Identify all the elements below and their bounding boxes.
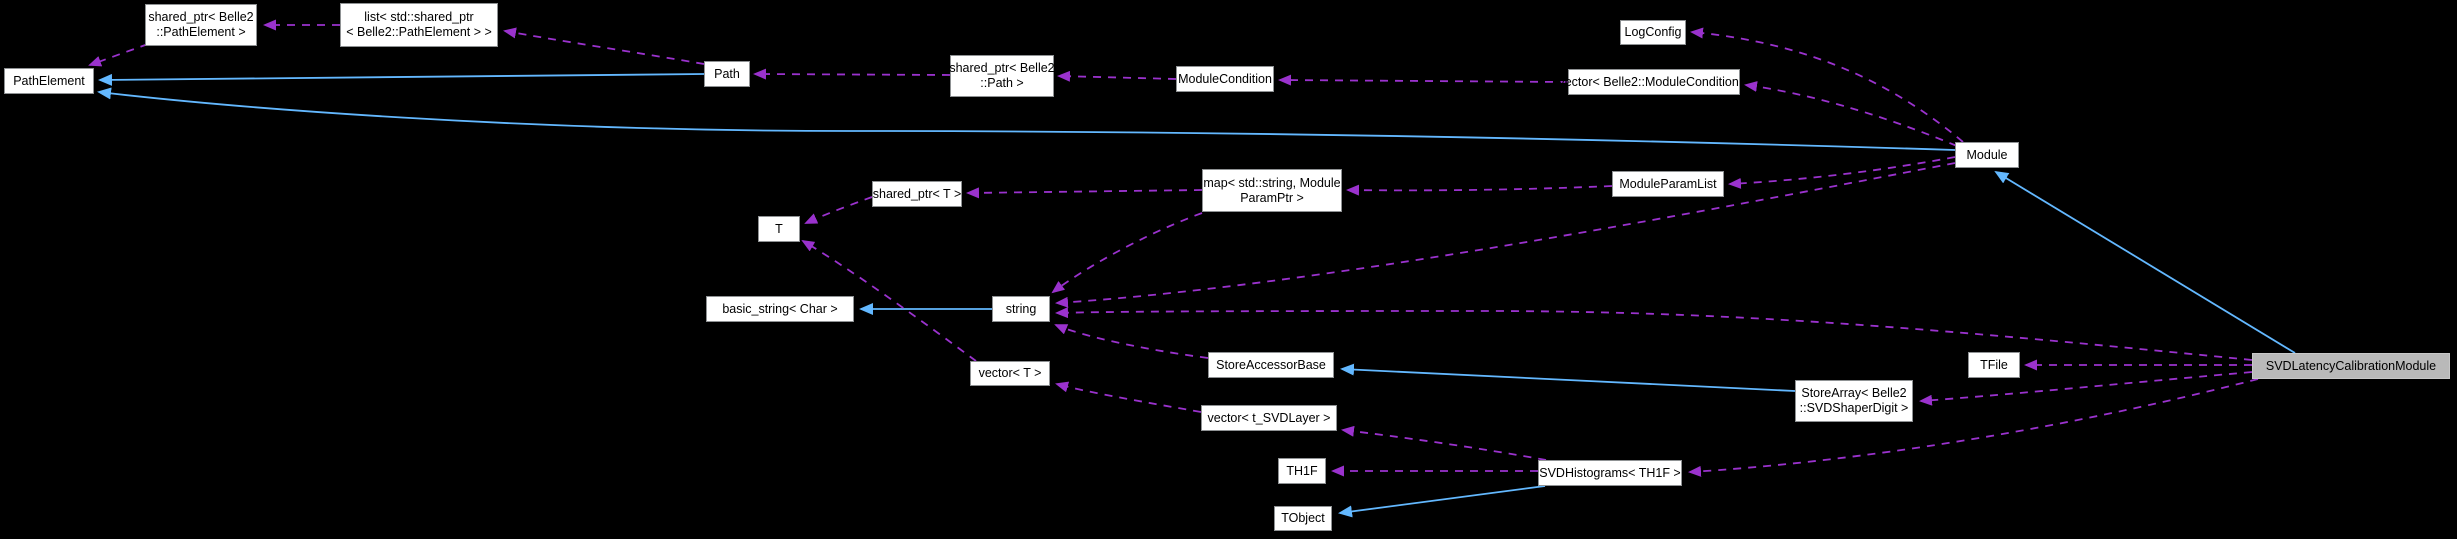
node-label: basic_string< Char > — [722, 301, 838, 316]
node-label: ModuleCondition — [1178, 71, 1272, 86]
node-svdlatencycalibrationmodule: SVDLatencyCalibrationModule — [2252, 353, 2450, 379]
node-vector-modulecondition[interactable]: vector< Belle2::ModuleCondition > — [1558, 69, 1750, 95]
node-label: shared_ptr< Belle2 — [949, 61, 1055, 75]
node-list-shared-ptr[interactable]: list< std::shared_ptr < Belle2::PathElem… — [340, 3, 498, 47]
node-label: ::PathElement > — [156, 25, 246, 39]
node-label: StoreAccessorBase — [1216, 357, 1326, 372]
edge-usage-module-to-moduleparamlist — [1728, 156, 1956, 189]
edge-usage-path-to-list — [503, 27, 705, 65]
node-svdhistograms-th1f[interactable]: SVDHistograms< TH1F > — [1538, 460, 1682, 486]
node-shared-ptr-t[interactable]: shared_ptr< T > — [872, 181, 962, 207]
edge-usage-storeaccessorbase-to-string — [1054, 324, 1209, 359]
edge-usage-vectortsvdlayer-to-vectort — [1055, 381, 1202, 413]
node-label: TFile — [1980, 357, 2008, 372]
node-tobject[interactable]: TObject — [1274, 506, 1332, 531]
edge-inherit-svdlatency-to-module — [1994, 170, 2296, 354]
node-modulecondition[interactable]: ModuleCondition — [1176, 66, 1274, 92]
edge-usage-svdlatency-to-string — [1055, 307, 2253, 361]
node-label: TObject — [1281, 511, 1325, 525]
node-label: ModuleParamList — [1619, 176, 1717, 191]
node-label: vector< t_SVDLayer > — [1207, 410, 1331, 425]
node-label: vector< T > — [978, 366, 1042, 380]
node-tfile[interactable]: TFile — [1968, 352, 2020, 378]
node-shared-ptr-path[interactable]: shared_ptr< Belle2 ::Path > — [949, 55, 1055, 97]
edge-usage-vectormc-to-modulecondition — [1278, 74, 1569, 86]
edge-usage-vectort-to-t — [801, 239, 977, 362]
node-label: shared_ptr< Belle2 — [148, 10, 254, 24]
node-vector-t[interactable]: vector< T > — [970, 361, 1050, 386]
node-label: LogConfig — [1624, 25, 1682, 39]
node-vector-t-svdlayer[interactable]: vector< t_SVDLayer > — [1201, 405, 1337, 431]
edge-usage-module-to-string — [1055, 162, 1956, 308]
node-label: map< std::string, Module — [1203, 175, 1341, 190]
node-pathelement[interactable]: PathElement — [4, 68, 94, 94]
node-module[interactable]: Module — [1955, 142, 2019, 168]
edge-usage-sharedptrpath-to-path — [753, 68, 951, 80]
edge-usage-svdhistograms-to-vectortsvdlayer — [1341, 425, 1547, 461]
node-label: T — [775, 221, 783, 236]
node-label: shared_ptr< T > — [872, 186, 962, 201]
edge-usage-svdlatency-to-svdhistograms — [1688, 378, 2259, 477]
edge-inherit-path-to-pathelement — [98, 73, 705, 86]
edge-inherit-svdhistograms-to-tobject — [1338, 485, 1546, 518]
edge-usage-module-to-vectormc — [1744, 81, 1958, 147]
node-moduleparamlist[interactable]: ModuleParamList — [1612, 171, 1724, 197]
node-label: PathElement — [13, 73, 85, 88]
node-label: SVDHistograms< TH1F > — [1539, 465, 1681, 480]
edge-usage-map-to-sharedptrt — [966, 187, 1203, 199]
node-label: vector< Belle2::ModuleCondition > — [1558, 74, 1750, 89]
node-label: ParamPtr > — [1240, 190, 1304, 205]
node-logconfig[interactable]: LogConfig — [1620, 20, 1686, 45]
edge-inherit-storearray-to-storeaccessorbase — [1340, 363, 1796, 392]
node-label: Path — [714, 66, 740, 81]
node-label: SVDLatencyCalibrationModule — [2265, 358, 2437, 373]
node-label: ::Path > — [980, 76, 1024, 90]
edge-usage-moduleparamlist-to-map — [1346, 184, 1613, 196]
node-label: StoreArray< Belle2 — [1801, 386, 1907, 400]
node-label: string — [1005, 301, 1037, 316]
node-path[interactable]: Path — [704, 61, 750, 87]
node-basic-string-char[interactable]: basic_string< Char > — [706, 296, 854, 322]
node-map-moduleparamptr[interactable]: map< std::string, Module ParamPtr > — [1202, 169, 1342, 212]
node-label: Module — [1966, 147, 2008, 162]
node-storearray-svdshaperdigit[interactable]: StoreArray< Belle2 ::SVDShaperDigit > — [1795, 380, 1913, 422]
node-label: TH1F — [1286, 463, 1318, 478]
node-label: list< std::shared_ptr — [364, 10, 474, 24]
node-label: < Belle2::PathElement > > — [346, 25, 492, 39]
edge-inherit-module-to-pathelement — [97, 87, 1956, 151]
edge-usage-module-to-logconfig — [1690, 27, 1964, 143]
edge-usage-sharedptrpathelement-to-pathelement — [88, 43, 149, 67]
node-th1f[interactable]: TH1F — [1278, 458, 1326, 484]
node-storeaccessorbase[interactable]: StoreAccessorBase — [1208, 352, 1334, 378]
node-shared-ptr-pathelement[interactable]: shared_ptr< Belle2 ::PathElement > — [145, 4, 257, 46]
node-label: ::SVDShaperDigit > — [1799, 401, 1909, 415]
node-t[interactable]: T — [758, 216, 800, 242]
edge-usage-sharedptrt-to-t — [804, 196, 873, 224]
node-string[interactable]: string — [992, 296, 1050, 322]
edge-usage-map-to-string — [1051, 212, 1203, 294]
edge-usage-modulecondition-to-sharedptrpath — [1057, 70, 1177, 82]
